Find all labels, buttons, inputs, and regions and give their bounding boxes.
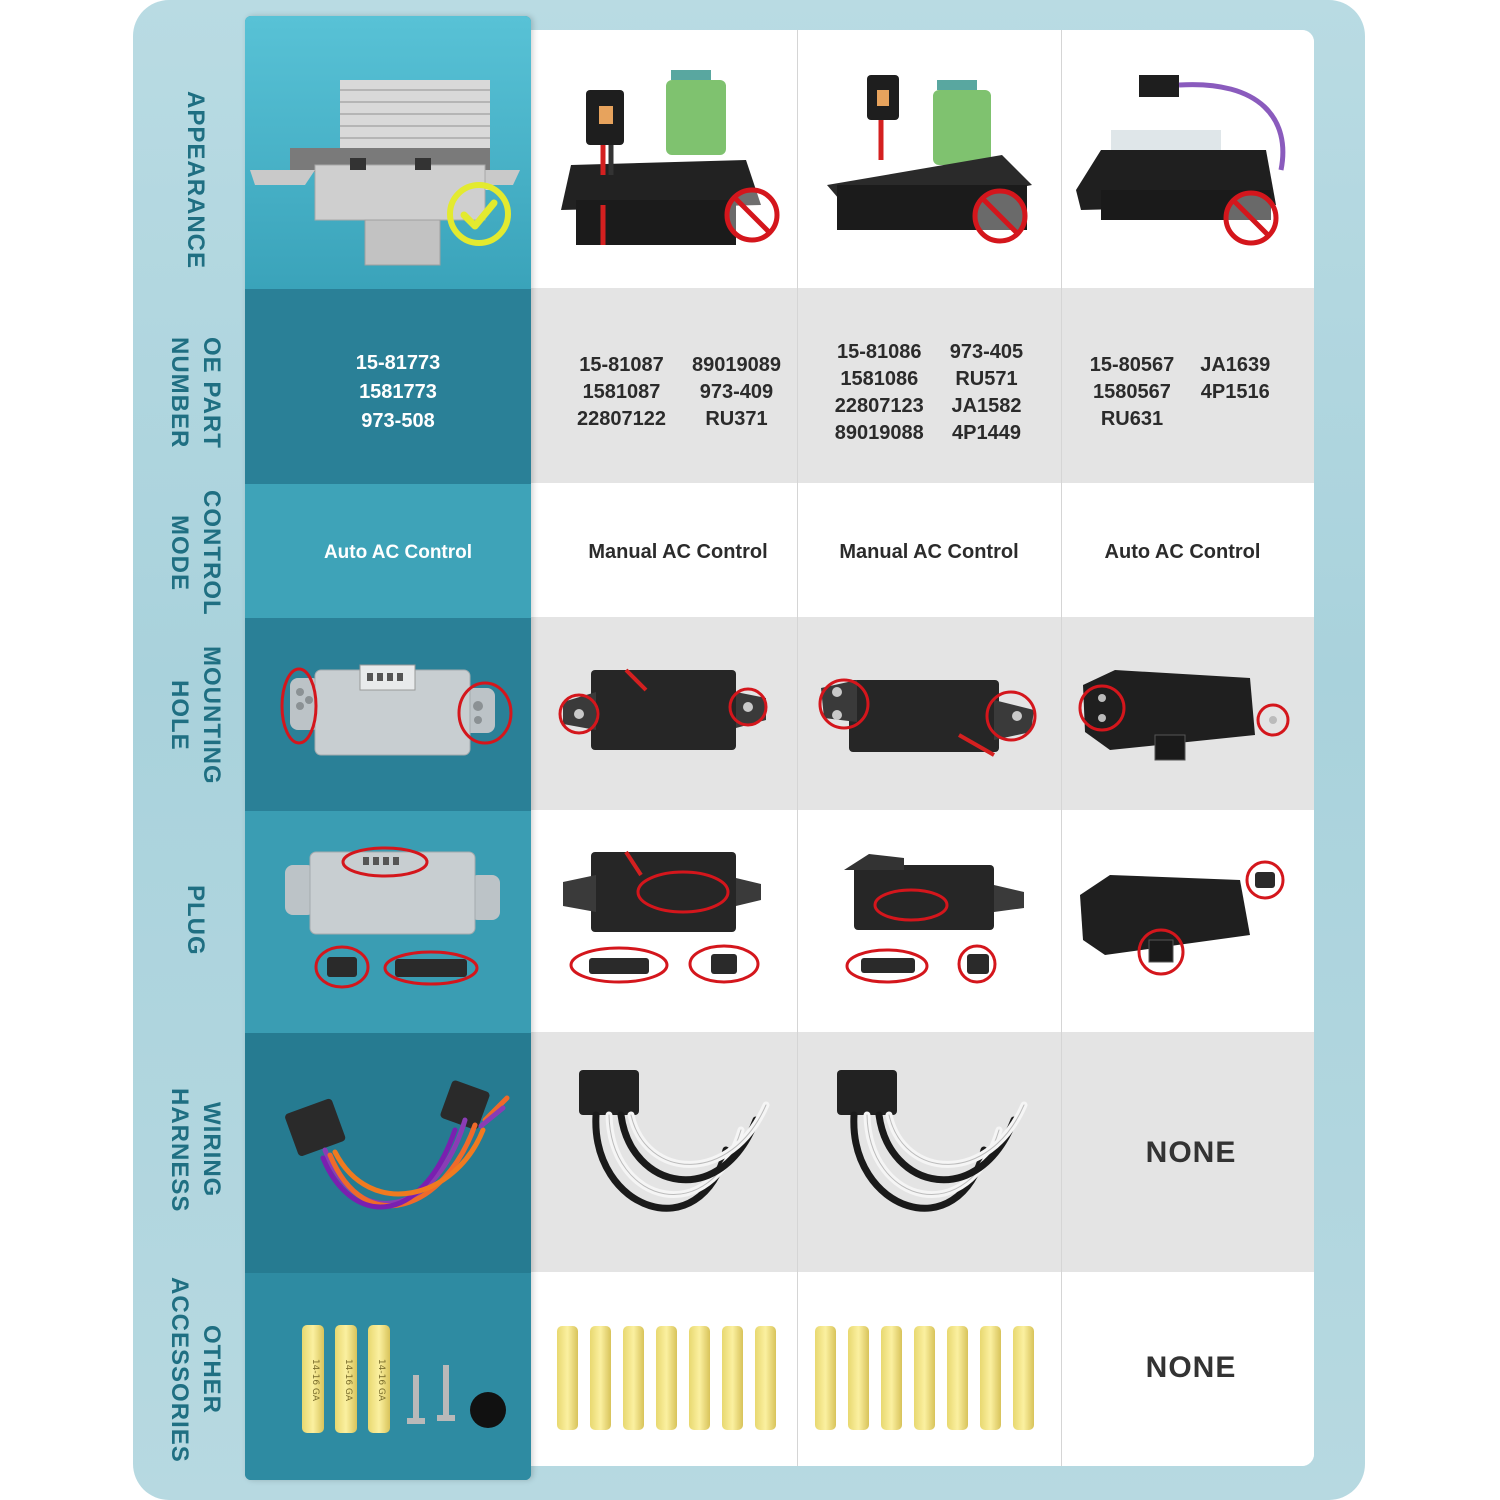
part-number: 973-405 [949, 340, 1024, 363]
part-number: RU571 [955, 367, 1018, 390]
part-number: JA1639 [1200, 354, 1271, 376]
part-number: RU371 [705, 408, 768, 430]
part-number: 1581086 [840, 367, 919, 390]
control-mode-product-2: Manual AC Control [588, 541, 768, 563]
accessories-product-1: 14-16 GA 14-16 GA 14-16 GA [245, 1310, 531, 1445]
no-entry-icon [1221, 188, 1281, 248]
mounting-hole-product-3 [809, 640, 1049, 790]
wiring-harness-product-3 [809, 1060, 1049, 1250]
part-numbers-product-2: 15-81087 89019089 1581087 973-409 228071… [551, 300, 807, 485]
row-bg-wiring-harness [531, 1032, 1314, 1272]
appearance-product-4 [1061, 40, 1314, 285]
part-numbers-product-4: 15-80567 JA1639 1580567 4P1516 RU631 [1061, 300, 1299, 485]
part-number: 4P1516 [1200, 381, 1270, 403]
accessories-product-3 [809, 1320, 1049, 1435]
mounting-hole-product-1 [245, 630, 531, 805]
row-label-appearance: APPEARANCE [182, 90, 209, 270]
mounting-hole-product-2 [551, 640, 791, 790]
part-number: JA1582 [951, 394, 1022, 417]
appearance-product-3 [797, 40, 1061, 285]
part-number: 4P1449 [952, 421, 1021, 444]
part-number: 973-409 [699, 381, 774, 403]
part-number: 89019088 [834, 421, 924, 444]
part-number: 15-81086 [837, 340, 922, 363]
no-entry-icon [722, 185, 782, 245]
wiring-harness-product-4: NONE [1145, 1135, 1237, 1169]
svg-text:14-16 GA: 14-16 GA [310, 1359, 320, 1402]
part-number: 973-508 [361, 410, 435, 432]
plug-product-1 [245, 840, 531, 1000]
mounting-hole-product-4 [1065, 640, 1305, 790]
check-icon [446, 181, 512, 247]
part-number: RU631 [1100, 408, 1164, 430]
control-mode-product-3: Manual AC Control [839, 541, 1019, 563]
part-number: 1581087 [582, 381, 661, 403]
column-divider [1061, 30, 1062, 1466]
wiring-harness-product-2 [551, 1060, 791, 1250]
control-mode-product-4: Auto AC Control [1104, 541, 1261, 563]
plug-product-2 [551, 840, 791, 1000]
row-label-plug: PLUG [182, 884, 209, 956]
appearance-product-1 [245, 40, 531, 290]
row-bg-part-number [531, 288, 1314, 483]
row-label-wiring-harness: WIRING HARNESS [166, 1087, 225, 1213]
part-numbers-product-3: 15-81086 973-405 1581086 RU571 22807123 … [797, 300, 1061, 485]
wiring-harness-product-1 [245, 1060, 531, 1250]
svg-text:14-16 GA: 14-16 GA [343, 1359, 353, 1402]
part-number: 15-81087 [579, 354, 664, 376]
row-bg-control-mode [531, 483, 1314, 617]
part-number: 15-81773 [355, 352, 441, 374]
part-number: 89019089 [692, 354, 781, 376]
plug-product-3 [809, 840, 1049, 1000]
row-label-mounting-hole: MOUNTING HOLE [166, 645, 225, 785]
row-label-oe-part-number: OE PART NUMBER [166, 336, 225, 449]
appearance-product-2 [531, 40, 797, 285]
control-mode-product-1: Auto AC Control [323, 541, 473, 563]
part-number: 22807123 [834, 394, 924, 417]
part-number: 15-80567 [1089, 354, 1175, 376]
row-label-control-mode: CONTROL MODE [166, 489, 225, 616]
part-number [1200, 408, 1270, 431]
accessories-product-2 [551, 1320, 791, 1435]
row-label-other-accessories: OTHER ACCESSORIES [166, 1277, 225, 1463]
column-divider [797, 30, 798, 1466]
svg-text:14-16 GA: 14-16 GA [376, 1359, 386, 1402]
part-number: 1581773 [359, 381, 437, 403]
part-number: 22807122 [577, 408, 666, 430]
accessories-product-4: NONE [1145, 1350, 1237, 1384]
no-entry-icon [970, 186, 1030, 246]
part-numbers-product-1: 15-81773 1581773 973-508 [245, 300, 551, 485]
part-number: 1580567 [1093, 381, 1171, 403]
plug-product-4 [1065, 840, 1305, 1000]
